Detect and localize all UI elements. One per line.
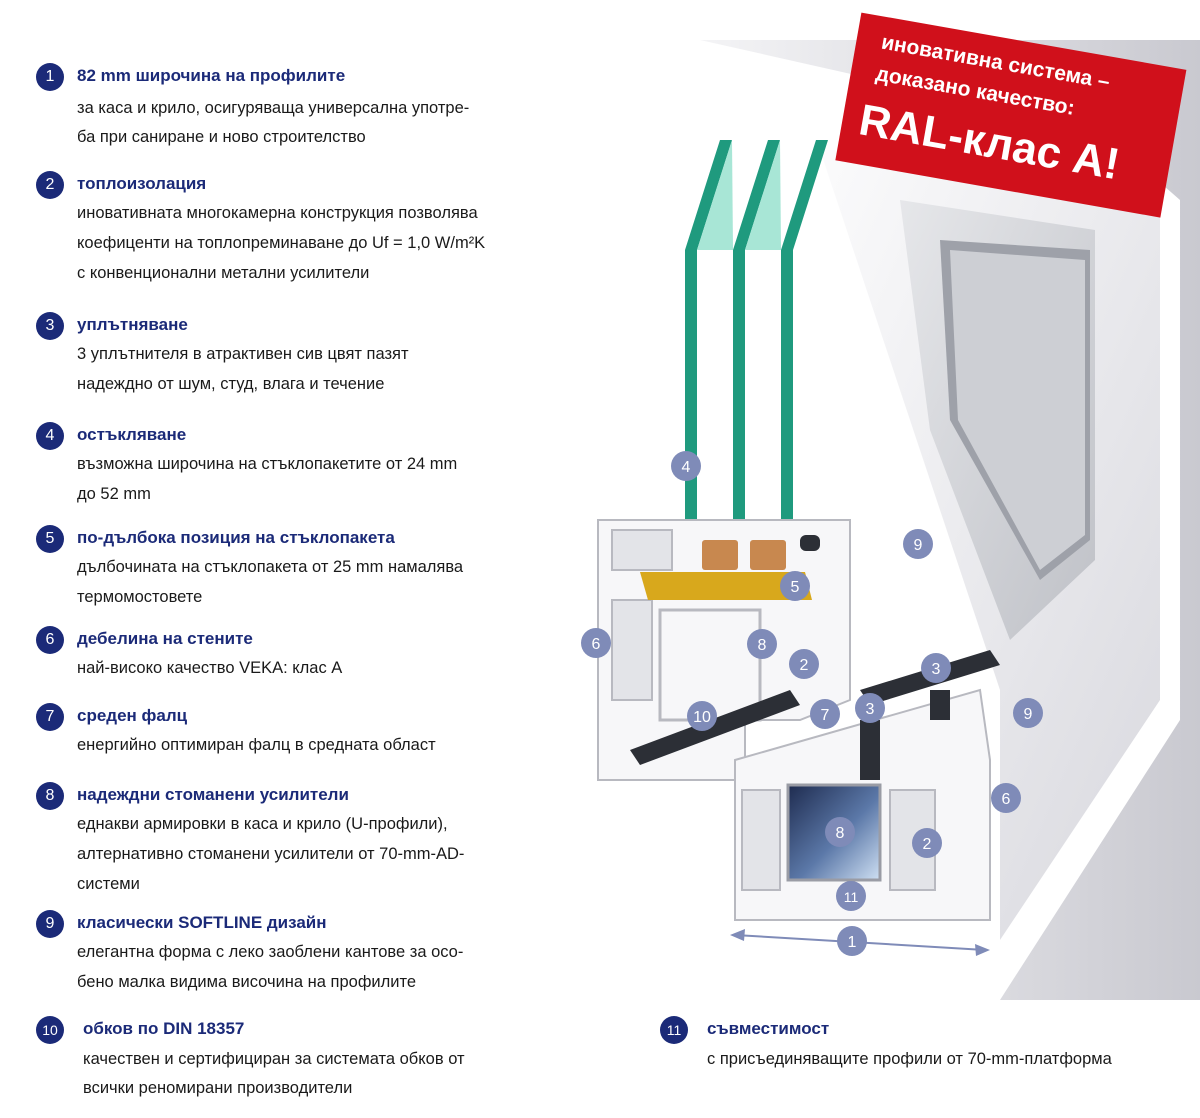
feature-text-line: елегантна форма с леко заоблени кантове … xyxy=(77,943,464,961)
feature-text-line: системи xyxy=(77,875,140,893)
feature-title: топлоизолация xyxy=(77,174,207,193)
callout-label: 1 xyxy=(848,934,857,951)
callout-11: 11 xyxy=(836,881,866,911)
callout-label: 8 xyxy=(836,825,845,842)
ral-banner-background xyxy=(835,12,1187,218)
callout-6: 6 xyxy=(991,783,1021,813)
feature-title: съвместимост xyxy=(707,1019,830,1038)
callout-label: 3 xyxy=(932,661,941,678)
feature-number-badge: 11 xyxy=(660,1016,688,1044)
feature-title: среден фалц xyxy=(77,706,188,725)
callout-2: 2 xyxy=(789,649,819,679)
feature-text-line: до 52 mm xyxy=(77,485,151,503)
window-profile-diagram: иновативна система – доказано качество: … xyxy=(581,12,1200,1000)
ral-banner: иновативна система – доказано качество: … xyxy=(835,12,1187,218)
feature-number-badge: 2 xyxy=(36,171,64,199)
feature-number-badge: 7 xyxy=(36,703,64,731)
callout-9: 9 xyxy=(903,529,933,559)
glazing-triple xyxy=(685,140,828,560)
feature-text-line: термомостовете xyxy=(77,588,203,606)
feature-text-line: дълбочината на стъклопакета от 25 mm нам… xyxy=(77,558,464,576)
callout-10: 10 xyxy=(687,701,717,731)
feature-text-line: за каса и крило, осигуряваща универсална… xyxy=(77,99,470,117)
feature-number-badge: 5 xyxy=(36,525,64,553)
callout-label: 2 xyxy=(923,836,932,853)
callout-3: 3 xyxy=(921,653,951,683)
feature-text-line: качествен и сертифициран за системата об… xyxy=(83,1050,465,1068)
callout-label: 11 xyxy=(844,889,859,905)
feature-text-line: с присъединяващите профили от 70-mm-плат… xyxy=(707,1050,1112,1068)
callout-label: 10 xyxy=(693,709,711,726)
callout-2: 2 xyxy=(912,828,942,858)
feature-title: 82 mm широчина на профилите xyxy=(77,66,346,85)
feature-number-badge: 3 xyxy=(36,312,64,340)
feature-number-badge: 8 xyxy=(36,782,64,810)
callout-3: 3 xyxy=(855,693,885,723)
feature-title: дебелина на стените xyxy=(77,629,253,648)
feature-text-line: 3 уплътнителя в атрактивен сив цвят пазя… xyxy=(77,345,409,363)
feature-text-line: иновативната многокамерна конструкция по… xyxy=(77,204,478,222)
callout-8: 8 xyxy=(747,629,777,659)
callout-4: 4 xyxy=(671,451,701,481)
callout-label: 8 xyxy=(758,637,767,654)
callout-label: 7 xyxy=(821,707,830,724)
callout-7: 7 xyxy=(810,699,840,729)
feature-number-badge: 6 xyxy=(36,626,64,654)
callout-9: 9 xyxy=(1013,698,1043,728)
feature-text-line: всички реномирани производители xyxy=(83,1079,353,1097)
feature-title: остъкляване xyxy=(77,425,187,444)
callout-label: 9 xyxy=(1024,706,1033,723)
callout-label: 3 xyxy=(866,701,875,718)
feature-title: класически SOFTLINE дизайн xyxy=(77,913,327,932)
callout-label: 6 xyxy=(1002,791,1011,808)
feature-number-badge: 9 xyxy=(36,910,64,938)
feature-text-line: еднакви армировки в каса и крило (U-проф… xyxy=(77,815,448,833)
feature-number-badge: 1 xyxy=(36,63,64,91)
feature-number-badge: 10 xyxy=(36,1016,64,1044)
callout-5: 5 xyxy=(780,571,810,601)
feature-text-line: алтернативно стоманени усилители от 70-m… xyxy=(77,845,465,863)
feature-text-line: бено малка видима височина на профилите xyxy=(77,973,416,991)
callout-label: 2 xyxy=(800,657,809,674)
callout-label: 4 xyxy=(682,459,691,476)
callout-8: 8 xyxy=(825,817,855,847)
callout-label: 9 xyxy=(914,537,923,554)
feature-text-line: с конвенционални метални усилители xyxy=(77,264,370,282)
feature-text-line: коефиценти на топлопреминаване до Uf = 1… xyxy=(77,234,486,252)
feature-text-line: най-високо качество VEKA: клас A xyxy=(77,659,343,677)
callout-label: 6 xyxy=(592,636,601,653)
feature-text-line: надеждно от шум, студ, влага и течение xyxy=(77,375,385,393)
feature-number-badge: 4 xyxy=(36,422,64,450)
feature-title: надеждни стоманени усилители xyxy=(77,785,349,804)
feature-text-line: възможна широчина на стъклопакетите от 2… xyxy=(77,455,458,473)
feature-text-line: енергийно оптимиран фалц в средната обла… xyxy=(77,736,436,754)
feature-title: обков по DIN 18357 xyxy=(83,1019,245,1038)
callout-1: 1 xyxy=(837,926,867,956)
callout-label: 5 xyxy=(791,579,800,596)
callout-6: 6 xyxy=(581,628,611,658)
feature-title: по-дълбока позиция на стъклопакета xyxy=(77,528,395,547)
feature-title: уплътняване xyxy=(77,315,188,334)
feature-text-line: ба при саниране и ново строителство xyxy=(77,128,366,146)
